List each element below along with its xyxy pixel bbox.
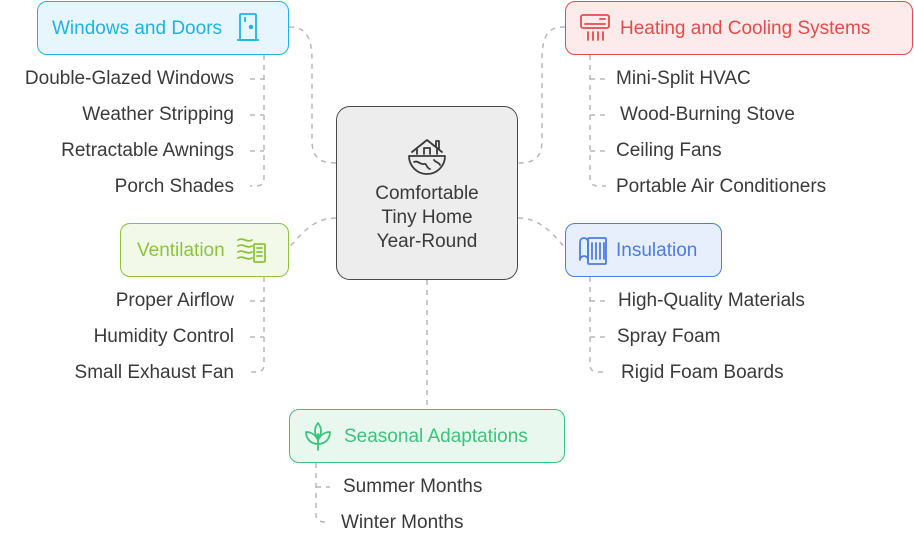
heating-cooling-item: Wood-Burning Stove <box>620 104 795 125</box>
windows-doors-item: Porch Shades <box>114 176 234 197</box>
ventilation-item: Proper Airflow <box>115 290 234 311</box>
node-windows-doors: Windows and Doors <box>37 1 289 55</box>
center-title-line: Year-Round <box>376 231 478 252</box>
node-seasonal: Seasonal Adaptations <box>289 409 565 463</box>
node-insulation-label: Insulation <box>616 239 698 261</box>
node-seasonal-label: Seasonal Adaptations <box>344 425 528 447</box>
node-ventilation-label: Ventilation <box>137 239 225 261</box>
node-heating-cooling: Heating and Cooling Systems <box>565 1 913 55</box>
node-insulation: Insulation <box>565 223 722 277</box>
connector-ventilation <box>288 217 337 249</box>
door-icon <box>237 13 260 41</box>
node-windows-doors-label: Windows and Doors <box>52 17 223 39</box>
insulation-item: Spray Foam <box>617 326 721 347</box>
center-title: Comfortable Tiny Home Year-Round <box>375 182 479 254</box>
seasonal-item: Summer Months <box>343 476 483 497</box>
connector-heating-cooling <box>517 26 566 164</box>
heating-cooling-item: Mini-Split HVAC <box>616 68 751 89</box>
insulation-item: High-Quality Materials <box>618 290 805 311</box>
connector-insulation <box>517 217 566 249</box>
center-title-line: Comfortable <box>375 183 479 204</box>
connector-windows-doors <box>288 26 337 164</box>
node-heating-cooling-label: Heating and Cooling Systems <box>620 17 871 39</box>
heating-cooling-item: Ceiling Fans <box>616 140 722 161</box>
center-title-line: Tiny Home <box>381 207 473 228</box>
insulation-item: Rigid Foam Boards <box>621 362 784 383</box>
wind-icon <box>236 238 266 263</box>
air-conditioner-icon <box>580 14 610 41</box>
seasonal-item: Winter Months <box>341 512 464 533</box>
windows-doors-item: Double-Glazed Windows <box>24 68 234 89</box>
heating-cooling-item: Portable Air Conditioners <box>616 176 827 197</box>
insulation-icon <box>579 237 607 265</box>
windows-doors-item: Retractable Awnings <box>61 140 234 161</box>
center-node: Comfortable Tiny Home Year-Round <box>336 106 518 280</box>
house-globe-icon <box>408 139 446 175</box>
node-ventilation: Ventilation <box>120 223 289 277</box>
leaf-icon <box>305 422 331 451</box>
ventilation-item: Humidity Control <box>93 326 234 347</box>
ventilation-item: Small Exhaust Fan <box>74 362 234 383</box>
windows-doors-item: Weather Stripping <box>82 104 234 125</box>
